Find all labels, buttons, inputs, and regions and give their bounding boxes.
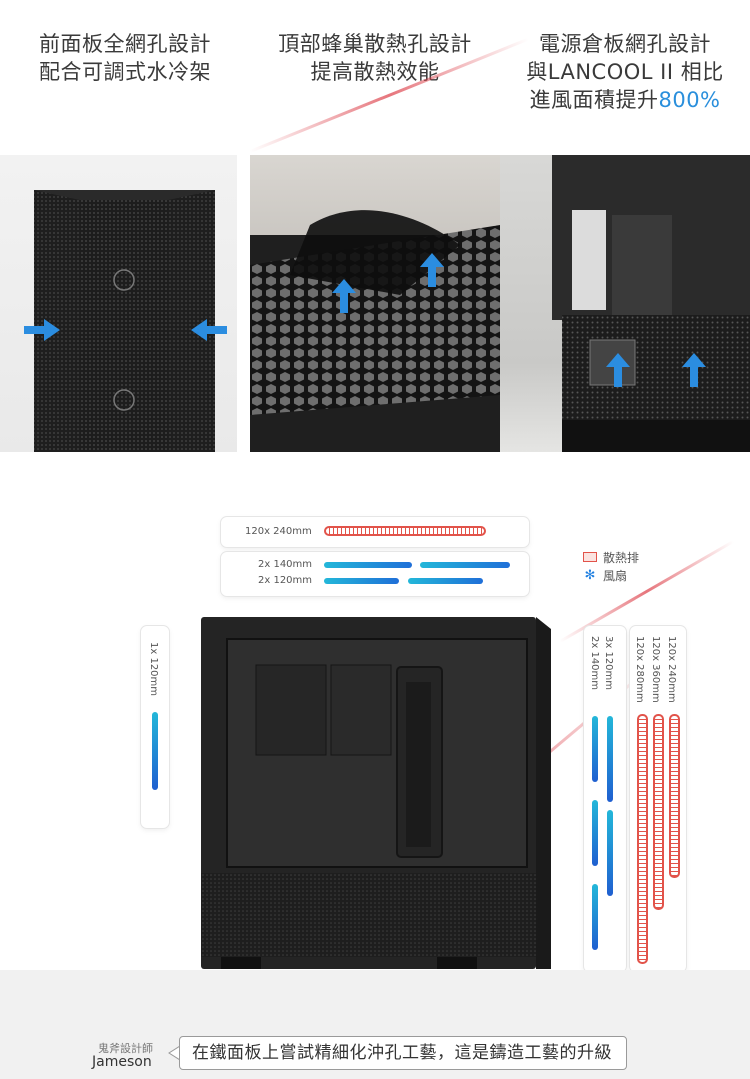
caption-top-panel: 頂部蜂巢散熱孔設計 提高散熱效能: [250, 30, 500, 86]
caption-line: 與LANCOOL II 相比: [526, 60, 724, 84]
caption-text: 進風面積提升: [529, 88, 659, 112]
front-fan-box: [584, 626, 626, 972]
caption-line: 提高散熱效能: [310, 60, 440, 84]
top-fan-bar-120: [408, 578, 483, 584]
speech-bubble-tail: [168, 1046, 180, 1060]
radiator-swatch-icon: [583, 552, 597, 562]
caption-line: 配合可調式水冷架: [39, 60, 211, 84]
photo-front-mesh: [0, 155, 237, 452]
top-fan-box: [221, 552, 529, 596]
case-side-view-illustration: [201, 617, 551, 969]
front-fan-label-140: 2x 140mm: [589, 636, 600, 691]
rear-fan-label: 1x 120mm: [148, 642, 159, 697]
caption-highlight: 800%: [658, 88, 721, 112]
arrow-up-icon: [606, 353, 630, 387]
legend-label: 風扇: [603, 568, 628, 583]
designer-name: Jameson: [92, 1054, 152, 1070]
caption-psu-shroud: 電源倉板網孔設計 與LANCOOL II 相比 進風面積提升800%: [500, 30, 750, 114]
top-fan-label-120: 2x 120mm: [258, 575, 313, 586]
photo-top-honeycomb: [250, 155, 500, 452]
top-fan-bar-120: [324, 578, 399, 584]
rear-fan-bar: [152, 712, 158, 790]
top-fan-label-140: 2x 140mm: [258, 559, 313, 570]
arrow-up-icon: [332, 279, 356, 313]
front-radiator-bar-360: [637, 714, 648, 964]
front-fan-bar-120: [592, 884, 598, 950]
front-fan-label-120: 3x 120mm: [603, 636, 614, 691]
fan-icon: ✻: [584, 567, 596, 583]
front-radiator-label-280: 120x 280mm: [634, 636, 645, 703]
psu-shroud-illustration: [552, 155, 750, 452]
arrow-left-icon: [191, 319, 227, 341]
front-radiator-bar-280: [653, 714, 664, 910]
top-fan-bar-140: [420, 562, 510, 568]
photo-psu-shroud: [500, 155, 750, 452]
front-radiator-label-360: 120x 360mm: [650, 636, 661, 703]
front-radiator-bar-240: [669, 714, 680, 878]
caption-line: 電源倉板網孔設計: [539, 32, 711, 56]
legend-item-radiator: 散熱排: [583, 548, 639, 566]
front-mesh-illustration: [34, 190, 215, 452]
top-radiator-bar: [324, 526, 486, 536]
designer-role: 鬼斧設計師: [98, 1042, 153, 1055]
caption-line: 前面板全網孔設計: [39, 32, 211, 56]
arrow-up-icon: [420, 253, 444, 287]
caption-line: 頂部蜂巢散熱孔設計: [278, 32, 472, 56]
front-fan-bar-120: [592, 716, 598, 782]
front-fan-bar-140: [607, 716, 613, 802]
legend-label: 散熱排: [603, 550, 640, 565]
top-fan-bar-140: [324, 562, 412, 568]
front-radiator-label-240: 120x 240mm: [666, 636, 677, 703]
top-honeycomb-illustration: [250, 210, 500, 452]
legend: 散熱排 ✻ 風扇: [583, 548, 639, 584]
top-radiator-label: 120x 240mm: [245, 526, 312, 537]
arrow-up-icon: [682, 353, 706, 387]
caption-front-panel: 前面板全網孔設計 配合可調式水冷架: [0, 30, 250, 86]
front-fan-bar-140: [607, 810, 613, 896]
legend-item-fan: ✻ 風扇: [583, 566, 639, 584]
front-fan-bar-120: [592, 800, 598, 866]
designer-quote: 在鐵面板上嘗試精細化沖孔工藝，這是鑄造工藝的升級: [179, 1036, 627, 1070]
arrow-right-icon: [24, 319, 60, 341]
caption-line: 進風面積提升800%: [500, 86, 750, 114]
